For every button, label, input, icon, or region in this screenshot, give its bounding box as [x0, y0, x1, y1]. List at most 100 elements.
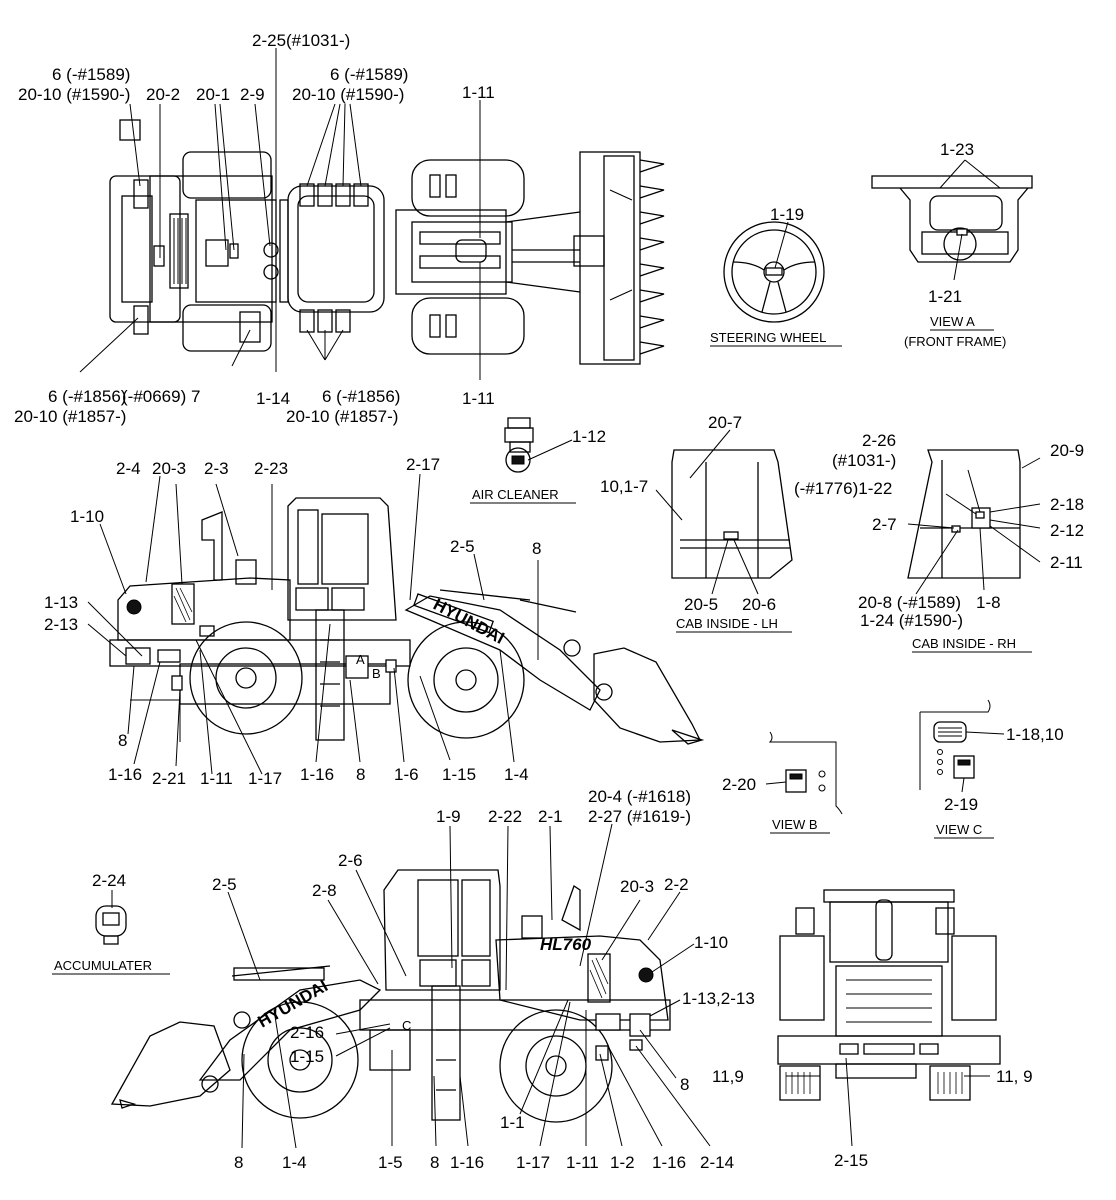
callout-20-1: 20-1: [196, 85, 230, 104]
callout-1-13-left: 1-13: [44, 593, 78, 612]
left-side-view-drawing: A B HYUNDAI: [109, 497, 705, 745]
callout-1-11-bot: 1-11: [462, 389, 495, 408]
callout-1-11-left: 1-11: [200, 769, 233, 788]
callout-2-1: 2-1: [538, 807, 563, 826]
callout-1-16-right-a: 1-16: [450, 1153, 484, 1172]
callout-0669: (-#0669) 7: [122, 387, 200, 406]
callout-6-d: 6 (-#1856): [322, 387, 400, 406]
plate-c-text: C: [402, 1018, 411, 1033]
callout-1-11-right: 1-11: [566, 1153, 599, 1172]
callout-1-16-left-a: 1-16: [108, 765, 142, 784]
callout-1-16-right-b: 1-16: [652, 1153, 686, 1172]
view-c-caption: VIEW C: [936, 822, 982, 837]
callout-20-10-c: 20-10 (#1857-): [14, 407, 126, 426]
callout-1-6: 1-6: [394, 765, 419, 784]
callout-11-9-left: 11,9: [712, 1067, 744, 1086]
callout-1-21: 1-21: [928, 287, 962, 306]
hl760-right-lettering: HL760: [540, 935, 592, 954]
callout-2-27: 2-27 (#1619-): [588, 807, 691, 826]
callout-20-2: 20-2: [146, 85, 180, 104]
callout-2-8: 2-8: [312, 881, 337, 900]
callout-6-c: 6 (-#1856): [48, 387, 126, 406]
callout-1-23: 1-23: [940, 140, 974, 159]
callout-2-21: 2-21: [152, 769, 186, 788]
caption-underlines: [52, 329, 1032, 975]
rear-view-drawing: [777, 889, 1001, 1101]
cab-inside-lh-drawing: [671, 449, 793, 579]
callout-2-4: 2-4: [116, 459, 141, 478]
steering-wheel-caption: STEERING WHEEL: [710, 330, 826, 345]
view-c-drawing: [919, 699, 991, 790]
hyundai-left-lettering: HYUNDAI: [430, 595, 507, 648]
callout-1-11-top: 1-11: [462, 83, 495, 102]
callout-1-10-left: 1-10: [70, 507, 104, 526]
callout-1-13-2-13-right: 1-13,2-13: [682, 989, 755, 1008]
air-cleaner-drawing: [504, 417, 534, 473]
callout-2-18: 2-18: [1050, 495, 1084, 514]
callout-2-3: 2-3: [204, 459, 229, 478]
callout-2-24: 2-24: [92, 871, 126, 890]
callout-2-11: 2-11: [1050, 553, 1083, 572]
accumulater-caption: ACCUMULATER: [54, 958, 152, 973]
callout-20-9: 20-9: [1050, 441, 1084, 460]
callout-2-5-right: 2-5: [212, 875, 237, 894]
callout-8-left-top: 8: [532, 539, 541, 558]
view-a-drawing: [871, 175, 1033, 263]
accumulater-drawing: [95, 905, 127, 945]
callout-2-22: 2-22: [488, 807, 522, 826]
callout-1-4-right: 1-4: [282, 1153, 307, 1172]
callout-2-5-left: 2-5: [450, 537, 475, 556]
callout-2-2: 2-2: [664, 875, 689, 894]
callout-2-26-serial: (#1031-): [832, 451, 896, 470]
callout-8-right-b: 8: [430, 1153, 439, 1172]
air-cleaner-caption: AIR CLEANER: [472, 487, 559, 502]
callout-2-16: 2-16: [290, 1023, 324, 1042]
callout-1-24: 1-24 (#1590-): [860, 611, 963, 630]
callout-1-8: 1-8: [976, 593, 1001, 612]
callout-8-left: 8: [118, 731, 127, 750]
callout-1-17-right: 1-17: [516, 1153, 550, 1172]
callout-2-13-left: 2-13: [44, 615, 78, 634]
callout-2-7: 2-7: [872, 515, 897, 534]
callout-20-10-b: 20-10 (#1590-): [292, 85, 404, 104]
callout-1-12: 1-12: [572, 427, 606, 446]
callout-2-9: 2-9: [240, 85, 265, 104]
callout-8-right-a: 8: [234, 1153, 243, 1172]
callout-20-4: 20-4 (-#1618): [588, 787, 691, 806]
cab-inside-rh-caption: CAB INSIDE - RH: [912, 636, 1016, 651]
callout-2-25: 2-25(#1031-): [252, 31, 350, 50]
callout-20-10-a: 20-10 (#1590-): [18, 85, 130, 104]
callout-1-19: 1-19: [770, 205, 804, 224]
view-b-caption: VIEW B: [772, 817, 818, 832]
callout-1-17-left: 1-17: [248, 769, 282, 788]
leader-lines: [79, 48, 1041, 1149]
callout-1-9: 1-9: [436, 807, 461, 826]
callout-20-7: 20-7: [708, 413, 742, 432]
callout-2-23: 2-23: [254, 459, 288, 478]
callout-1-22: (-#1776)1-22: [794, 479, 892, 498]
callout-11-9-right: 11, 9: [996, 1067, 1033, 1086]
callout-20-5: 20-5: [684, 595, 718, 614]
callout-2-12: 2-12: [1050, 521, 1084, 540]
callout-8-right: 8: [680, 1075, 689, 1094]
callout-2-15: 2-15: [834, 1151, 868, 1170]
top-view-drawing: [109, 119, 665, 365]
callout-2-20: 2-20: [722, 775, 756, 794]
callout-1-5: 1-5: [378, 1153, 403, 1172]
callout-20-3-right: 20-3: [620, 877, 654, 896]
callout-2-19: 2-19: [944, 795, 978, 814]
callout-8-left-mid: 8: [356, 765, 365, 784]
callout-1-10-right: 1-10: [694, 933, 728, 952]
callout-20-6: 20-6: [742, 595, 776, 614]
callout-20-8: 20-8 (-#1589): [858, 593, 961, 612]
callout-1-15-right: 1-15: [290, 1047, 324, 1066]
callout-20-3-left: 20-3: [152, 459, 186, 478]
plate-a-text: A: [356, 652, 365, 667]
front-frame-caption: (FRONT FRAME): [904, 334, 1006, 349]
callout-10-1-7: 10,1-7: [600, 477, 648, 496]
callout-1-15-left: 1-15: [442, 765, 476, 784]
callout-1-2: 1-2: [610, 1153, 635, 1172]
cab-inside-rh-drawing: [907, 449, 1021, 579]
callout-1-4-left: 1-4: [504, 765, 529, 784]
